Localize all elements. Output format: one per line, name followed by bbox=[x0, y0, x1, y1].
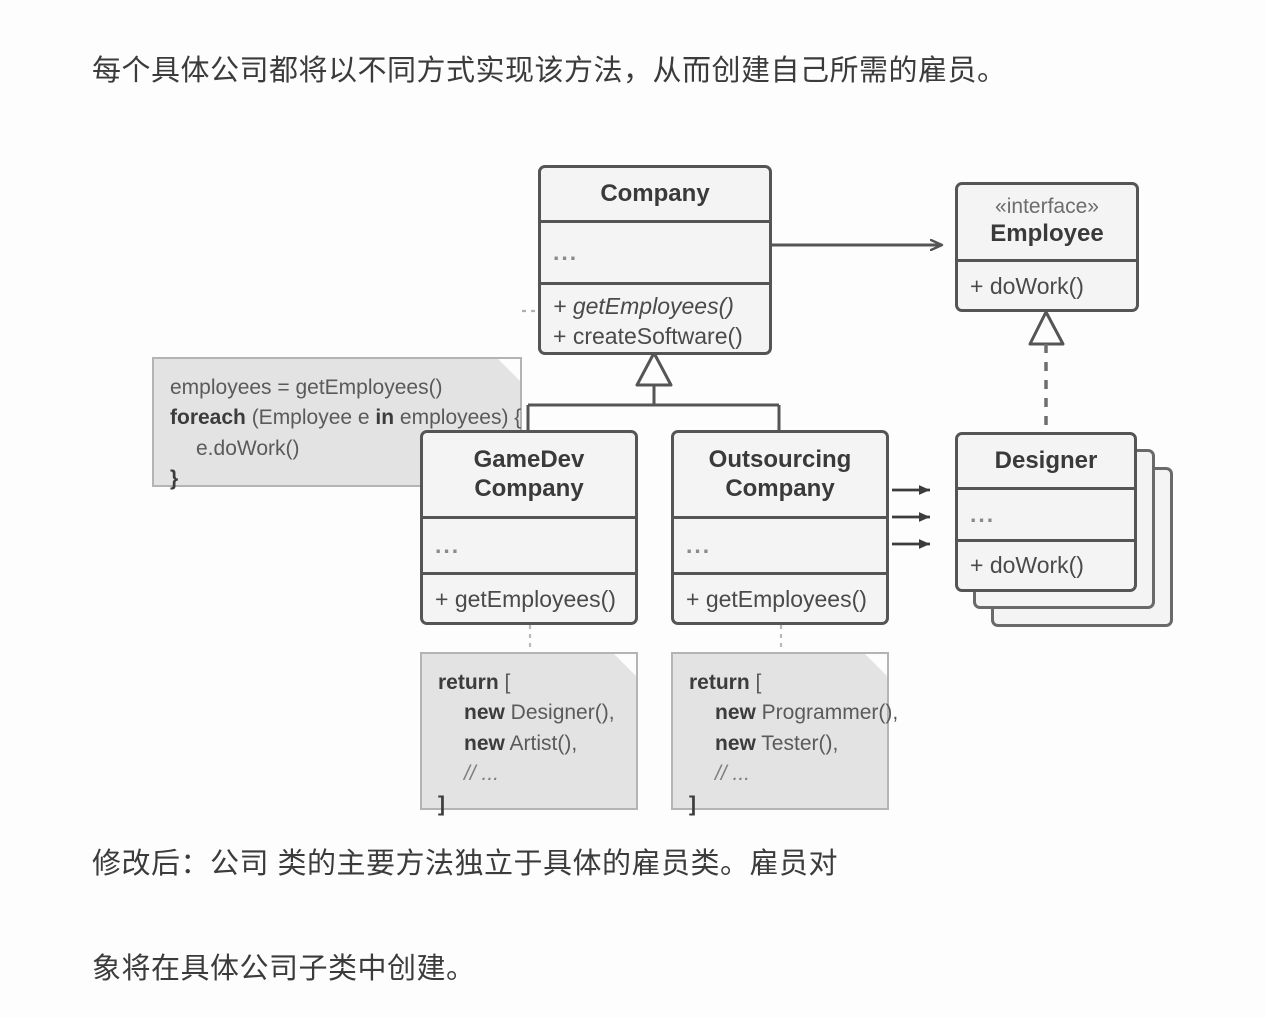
class-name: Designer bbox=[994, 446, 1098, 474]
class-box-designer[interactable]: Designer ... + doWork() bbox=[955, 432, 1137, 592]
note-line: new Programmer(), bbox=[715, 701, 899, 725]
class-header-outsourcing: Outsourcing Company bbox=[674, 433, 886, 516]
class-name-line1: Outsourcing bbox=[708, 446, 852, 474]
diagram-connectors bbox=[522, 140, 1065, 652]
class-box-company[interactable]: Company ... + getEmployees() + createSof… bbox=[538, 165, 772, 355]
method-get-employees: + getEmployees() bbox=[435, 586, 616, 613]
outro-paragraph-line-2: 象将在具体公司子类中创建。 bbox=[92, 953, 476, 985]
class-attributes-company: ... bbox=[541, 220, 769, 282]
note-fold-icon bbox=[614, 654, 636, 676]
method-do-work: + doWork() bbox=[970, 551, 1084, 578]
note-anchor-links bbox=[522, 309, 783, 652]
intro-paragraph: 每个具体公司都将以不同方式实现该方法，从而创建自己所需的雇员。 bbox=[92, 55, 1007, 87]
class-methods-employee: + doWork() bbox=[958, 259, 1136, 312]
relation-creates-designer bbox=[892, 485, 930, 549]
class-attributes-outsourcing: ... bbox=[674, 516, 886, 572]
relation-generalization-company bbox=[526, 351, 781, 430]
class-header-designer: Designer bbox=[958, 435, 1134, 487]
outro-paragraph-line-1: 修改后：公司 类的主要方法独立于具体的雇员类。雇员对 bbox=[92, 848, 839, 880]
note-outsourcing-return: return [ new Programmer(), new Tester(),… bbox=[671, 652, 899, 816]
attribute-ellipsis: ... bbox=[435, 532, 461, 558]
method-get-employees: + getEmployees() bbox=[686, 586, 867, 613]
class-methods-company: + getEmployees() + createSoftware() bbox=[541, 282, 769, 358]
class-name: Employee bbox=[990, 220, 1104, 248]
relation-designer-realizes-employee bbox=[1028, 310, 1065, 432]
note-line: } bbox=[170, 467, 179, 491]
note-line: return [ bbox=[438, 671, 511, 694]
note-line: new Artist(), bbox=[464, 731, 578, 755]
method-create-software: + createSoftware() bbox=[553, 322, 743, 349]
note-line: foreach (Employee e in employees) { bbox=[170, 406, 522, 430]
class-name-line2: Company bbox=[725, 474, 835, 502]
class-stereotype: «interface» bbox=[995, 195, 1099, 219]
attribute-ellipsis: ... bbox=[553, 239, 579, 265]
class-methods-outsourcing: + getEmployees() bbox=[674, 572, 886, 625]
class-header-gamedev: GameDev Company bbox=[423, 433, 635, 516]
note-line: return [ bbox=[689, 671, 762, 694]
method-get-employees: + getEmployees() bbox=[553, 292, 734, 319]
note-line: ] bbox=[689, 792, 696, 816]
class-attributes-designer: ... bbox=[958, 487, 1134, 539]
note-line: employees = getEmployees() bbox=[170, 376, 443, 399]
note-line: ] bbox=[438, 792, 445, 816]
class-attributes-gamedev: ... bbox=[423, 516, 635, 572]
note-line: // ... bbox=[715, 762, 751, 786]
note-gamedev-return: return [ new Designer(), new Artist(), /… bbox=[420, 652, 638, 816]
method-do-work: + doWork() bbox=[970, 273, 1084, 300]
class-name: Company bbox=[600, 179, 710, 207]
note-line: new Tester(), bbox=[715, 731, 839, 755]
note-fold-icon bbox=[498, 359, 520, 381]
class-header-employee: «interface» Employee bbox=[958, 185, 1136, 259]
note-line: new Designer(), bbox=[464, 701, 615, 725]
class-box-outsourcing-company[interactable]: Outsourcing Company ... + getEmployees() bbox=[671, 430, 889, 625]
attribute-ellipsis: ... bbox=[970, 501, 996, 527]
class-box-gamedev-company[interactable]: GameDev Company ... + getEmployees() bbox=[420, 430, 638, 625]
class-name-line1: GameDev bbox=[473, 446, 585, 474]
class-name-line2: Company bbox=[474, 474, 584, 502]
note-fold-icon bbox=[865, 654, 887, 676]
attribute-ellipsis: ... bbox=[686, 532, 712, 558]
note-line: // ... bbox=[464, 762, 500, 786]
note-line: e.doWork() bbox=[196, 436, 300, 460]
class-box-employee[interactable]: «interface» Employee + doWork() bbox=[955, 182, 1139, 312]
class-methods-gamedev: + getEmployees() bbox=[423, 572, 635, 625]
class-methods-designer: + doWork() bbox=[958, 539, 1134, 589]
uml-class-diagram: employees = getEmployees() foreach (Empl… bbox=[0, 140, 1266, 830]
class-header-company: Company bbox=[541, 168, 769, 220]
